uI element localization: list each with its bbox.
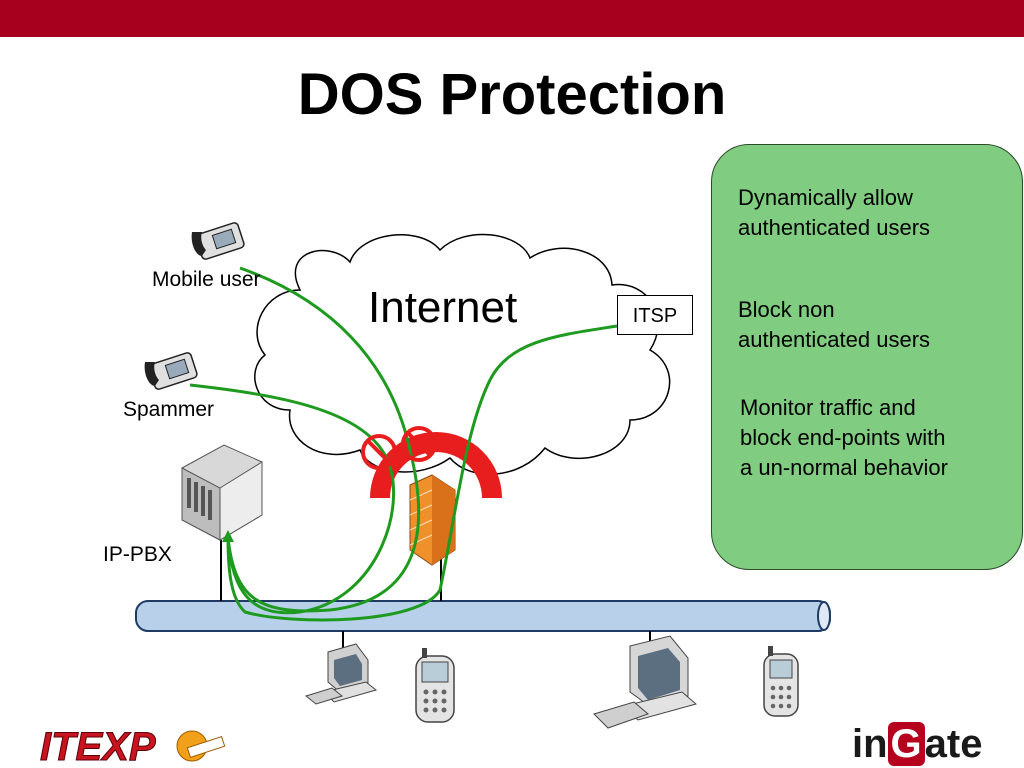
features-panel: Dynamically allow authenticated users Bl…: [711, 144, 1023, 570]
feature-line: Monitor traffic and: [740, 395, 916, 420]
ip-pbx-server: [181, 444, 263, 541]
internet-cloud: [254, 233, 671, 475]
path-arrowhead: [222, 530, 234, 542]
feature-item: Monitor traffic and block end-points wit…: [740, 393, 948, 483]
ip-pbx-label: IP-PBX: [103, 543, 172, 566]
svg-text:ITEXP: ITEXP: [40, 725, 156, 768]
block-sign-icon: [401, 426, 437, 462]
feature-item: Dynamically allow authenticated users: [738, 183, 930, 243]
feature-line: block end-points with: [740, 425, 946, 450]
traffic-paths: [189, 266, 618, 622]
mobile-user-label: Mobile user: [152, 268, 261, 291]
top-accent-bar: [0, 0, 1024, 37]
ingate-logo-prefix: in: [852, 722, 888, 766]
feature-item: Block non authenticated users: [738, 295, 930, 355]
feature-line: Block non: [738, 297, 835, 322]
mobile-phone-icon: [415, 648, 455, 723]
mobile-user-phone-icon: [191, 222, 245, 260]
ingate-logo-g: G: [887, 722, 925, 766]
feature-line: a un-normal behavior: [740, 455, 948, 480]
ingate-logo: inGate: [852, 722, 982, 767]
slide-title: DOS Protection: [297, 62, 727, 127]
feature-line: authenticated users: [738, 327, 931, 352]
spammer-phone-icon: [144, 352, 198, 390]
internet-cloud-label: Internet: [368, 283, 518, 332]
desktop-computer-icon: [304, 643, 378, 705]
spammer-label: Spammer: [123, 398, 215, 421]
itsp-box: ITSP: [617, 295, 693, 335]
desktop-computer-icon: [593, 635, 698, 729]
feature-line: Dynamically allow: [738, 185, 913, 210]
ingate-logo-suffix: ate: [924, 722, 983, 766]
block-sign-icon: [361, 434, 397, 470]
itexpo-logo: ITEXP: [40, 725, 226, 768]
network-bus: [135, 600, 831, 632]
mobile-phone-icon: [763, 646, 799, 717]
feature-line: authenticated users: [738, 215, 931, 240]
